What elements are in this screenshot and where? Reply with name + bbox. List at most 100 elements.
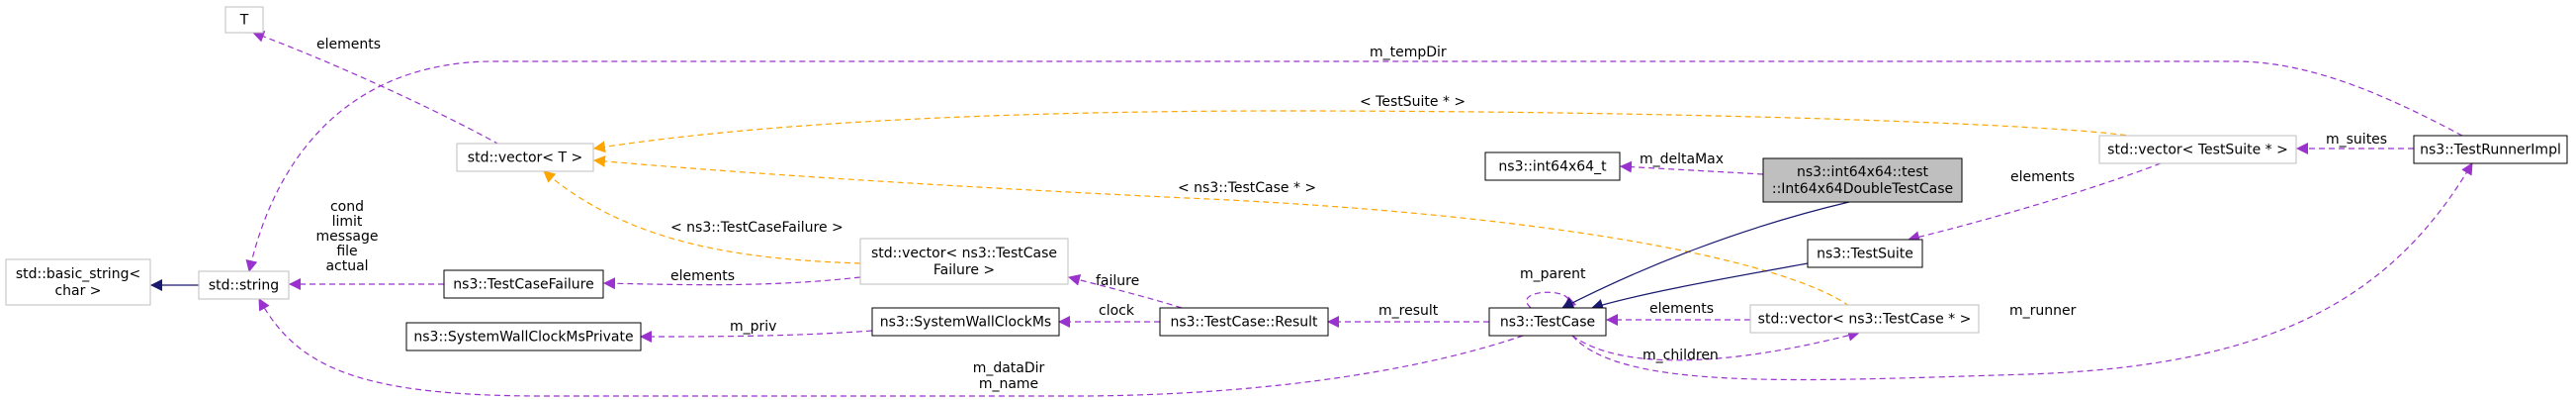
node-box bbox=[1807, 239, 1923, 268]
node-std-basic-string[interactable]: std::basic_string<char > bbox=[5, 258, 151, 306]
node-box bbox=[456, 143, 594, 172]
node-box bbox=[224, 6, 264, 34]
edge-label-m-deltaMax: m_deltaMax bbox=[1640, 151, 1724, 167]
node-double-test-case[interactable]: ns3::int64x64::test::Int64x64DoubleTestC… bbox=[1762, 157, 1963, 203]
node-test-case[interactable]: ns3::TestCase bbox=[1488, 307, 1607, 337]
node-box bbox=[443, 269, 604, 299]
edge-label-failure: failure bbox=[1096, 273, 1139, 289]
node-label: std::vector< T > bbox=[468, 150, 582, 166]
edge-label-tmpl-failure: < ns3::TestCaseFailure > bbox=[670, 220, 844, 236]
node-test-runner-impl[interactable]: ns3::TestRunnerImpl bbox=[2413, 135, 2568, 164]
node-label: ns3::SystemWallClockMsPrivate bbox=[413, 330, 633, 346]
node-box bbox=[2098, 135, 2297, 164]
edge-label-tmpl-testcase: < ns3::TestCase * > bbox=[1178, 180, 1316, 196]
node-box bbox=[1159, 307, 1329, 337]
edge-label-line: m_runner bbox=[2009, 303, 2077, 319]
edge-label-line: m_parent bbox=[1520, 266, 1586, 282]
node-int64x64-t[interactable]: ns3::int64x64_t bbox=[1484, 151, 1621, 181]
edge-elements-suite bbox=[1908, 162, 2162, 244]
node-std-vector-testcase[interactable]: std::vector< ns3::TestCase * > bbox=[1749, 304, 1980, 334]
node-T[interactable]: T bbox=[224, 6, 264, 34]
edge-label-m-runner: m_runner bbox=[2009, 303, 2077, 319]
node-box bbox=[871, 307, 1060, 337]
node-std-vector-testsuite[interactable]: std::vector< TestSuite * > bbox=[2098, 135, 2297, 164]
node-label: ns3::TestCaseFailure bbox=[453, 277, 593, 293]
node-label: std::vector< TestSuite * > bbox=[2107, 143, 2288, 158]
node-test-case-result[interactable]: ns3::TestCase::Result bbox=[1159, 307, 1329, 337]
edge-label-line: limit bbox=[332, 214, 363, 230]
edge-label-line: elements bbox=[1649, 301, 1714, 317]
edge-m-parent bbox=[1526, 291, 1577, 309]
node-box bbox=[1762, 157, 1963, 203]
edge-label-line: m_priv bbox=[730, 319, 776, 335]
node-std-vector-failure[interactable]: std::vector< ns3::TestCaseFailure > bbox=[859, 238, 1069, 285]
edge-elements-to-T bbox=[252, 31, 500, 146]
edge-template-failure bbox=[543, 170, 861, 264]
edge-m-deltaMax bbox=[1620, 160, 1764, 175]
edge-elements-failure bbox=[603, 276, 861, 290]
edge-label-line: m_result bbox=[1378, 303, 1439, 319]
edge-m-children bbox=[1571, 329, 1860, 361]
node-box bbox=[2413, 135, 2568, 164]
edge-label-line: < TestSuite * > bbox=[1360, 94, 1466, 110]
node-box bbox=[1749, 304, 1980, 334]
edge-label-line: file bbox=[336, 244, 357, 259]
edge-label-line: elements bbox=[2010, 169, 2075, 185]
node-label: std::basic_string< bbox=[16, 266, 140, 282]
edge-m-dataDir-name bbox=[258, 298, 1524, 397]
edge-label-m-children: m_children bbox=[1643, 348, 1719, 363]
edge-label-m-suites: m_suites bbox=[2326, 132, 2387, 148]
edge-label-tmpl-testsuite: < TestSuite * > bbox=[1360, 94, 1466, 110]
edge-label-line: message bbox=[316, 229, 379, 245]
node-system-wall-clock-ms[interactable]: ns3::SystemWallClockMs bbox=[871, 307, 1060, 337]
node-system-wall-clock-ms-private[interactable]: ns3::SystemWallClockMsPrivate bbox=[405, 322, 642, 351]
edge-m-runner bbox=[1571, 162, 2473, 381]
edge-label-clock: clock bbox=[1099, 303, 1135, 319]
edge-double-to-testcase bbox=[1561, 201, 1850, 309]
edge-label-elements-suite: elements bbox=[2010, 169, 2075, 185]
node-box bbox=[5, 258, 151, 306]
node-label: std::vector< ns3::TestCase * > bbox=[1758, 312, 1972, 328]
node-box bbox=[405, 322, 642, 351]
edge-label-line: actual bbox=[325, 258, 368, 274]
node-label: ns3::TestCase bbox=[1500, 315, 1595, 331]
edge-testsuite-to-testcase bbox=[1591, 262, 1809, 311]
node-box bbox=[1488, 307, 1607, 337]
edge-label-line: m_tempDir bbox=[1370, 45, 1447, 60]
node-label: ns3::int64x64::test bbox=[1797, 164, 1929, 180]
node-box bbox=[1484, 151, 1621, 181]
edge-label-line: m_children bbox=[1643, 348, 1719, 363]
edge-label-m-tempDir: m_tempDir bbox=[1370, 45, 1447, 60]
edge-label-line: < ns3::TestCaseFailure > bbox=[670, 220, 844, 236]
node-std-string[interactable]: std::string bbox=[198, 270, 290, 300]
edge-label-line: m_dataDir bbox=[973, 360, 1045, 376]
edge-label-line: failure bbox=[1096, 273, 1139, 289]
edge-label-line: < ns3::TestCase * > bbox=[1178, 180, 1316, 196]
node-label: std::vector< ns3::TestCase bbox=[871, 246, 1057, 261]
edge-failure bbox=[1068, 273, 1183, 309]
node-label: ::Int64x64DoubleTestCase bbox=[1772, 181, 1953, 197]
edge-label-line: elements bbox=[670, 268, 735, 284]
node-box bbox=[198, 270, 290, 300]
node-std-vector-T[interactable]: std::vector< T > bbox=[456, 143, 594, 172]
edge-label-line: m_name bbox=[979, 376, 1038, 392]
edge-label-line: cond bbox=[330, 199, 364, 215]
node-label: T bbox=[239, 13, 249, 29]
edge-label-elements-T: elements bbox=[316, 37, 381, 52]
edge-template-testcase bbox=[593, 154, 1850, 307]
edge-label-line: m_suites bbox=[2326, 132, 2387, 148]
node-label: ns3::TestRunnerImpl bbox=[2420, 143, 2561, 158]
edge-label-m-priv: m_priv bbox=[730, 319, 776, 335]
edge-template-testsuite bbox=[593, 110, 2137, 153]
node-box bbox=[859, 238, 1069, 285]
edge-m-priv bbox=[640, 330, 873, 343]
edge-label-line: clock bbox=[1099, 303, 1135, 319]
node-test-suite[interactable]: ns3::TestSuite bbox=[1807, 239, 1923, 268]
edge-label-m-result: m_result bbox=[1378, 303, 1439, 319]
node-test-case-failure[interactable]: ns3::TestCaseFailure bbox=[443, 269, 604, 299]
node-label: ns3::TestSuite bbox=[1817, 247, 1913, 262]
edge-label-line: m_deltaMax bbox=[1640, 151, 1724, 167]
edge-label-line: elements bbox=[316, 37, 381, 52]
